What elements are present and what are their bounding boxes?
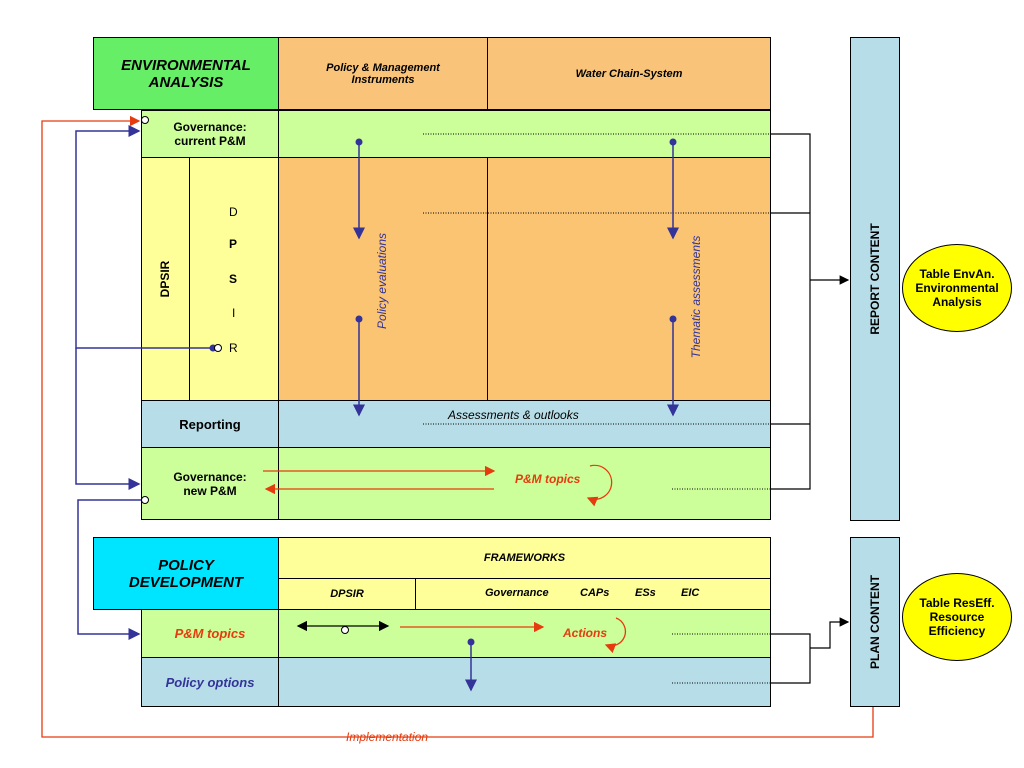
pm-topics-policy-text: P&M topics <box>174 626 246 641</box>
frameworks-dpsir-text: DPSIR <box>330 588 364 600</box>
policy-options-text: Policy options <box>165 674 255 690</box>
governance-current-text: Governance: current P&M <box>173 120 247 148</box>
framework-caps: CAPs <box>580 587 610 599</box>
table-reseff-circle: Table ResEff. Resource Efficiency <box>902 573 1012 661</box>
plan-content-label: PLAN CONTENT <box>868 575 882 669</box>
thematic-assessments-label: Thematic assessments <box>689 235 703 359</box>
table-envan-text: Table EnvAn. Environmental Analysis <box>915 267 999 309</box>
governance-new-label: Governance: new P&M <box>141 447 279 520</box>
dpsir-vertical-label: DPSIR <box>158 260 172 298</box>
table-envan-circle: Table EnvAn. Environmental Analysis <box>902 244 1012 332</box>
letter-p: P <box>229 237 238 251</box>
header-policy-instruments-text: Policy & Management Instruments <box>326 61 440 86</box>
water-chain-area <box>487 157 771 401</box>
env-analysis-title-text: ENVIRONMENTAL ANALYSIS <box>121 56 251 91</box>
policy-development-title-text: POLICY DEVELOPMENT <box>128 556 244 591</box>
frameworks-text: FRAMEWORKS <box>483 552 566 564</box>
reporting-text: Reporting <box>179 416 241 432</box>
reporting-label: Reporting <box>141 400 279 448</box>
policy-development-title: POLICY DEVELOPMENT <box>93 537 279 610</box>
plan-bracket <box>771 617 850 684</box>
frameworks-others: Governance CAPs ESs EIC <box>415 578 771 610</box>
framework-eic: EIC <box>681 587 700 599</box>
governance-current-band <box>278 110 771 158</box>
policy-options-band <box>278 657 771 707</box>
pm-topics-policy-band <box>278 609 771 658</box>
framework-ess: ESs <box>635 587 656 599</box>
implementation-label: Implementation <box>340 730 435 744</box>
frameworks-dpsir: DPSIR <box>278 578 416 610</box>
header-policy-instruments: Policy & Management Instruments <box>278 37 488 110</box>
governance-new-text: Governance: new P&M <box>173 469 247 498</box>
report-content-label: REPORT CONTENT <box>868 223 882 335</box>
pm-topics-policy-label: P&M topics <box>141 609 279 658</box>
letter-s: S <box>229 272 238 286</box>
governance-current-label: Governance: current P&M <box>141 110 279 158</box>
framework-governance: Governance <box>485 587 549 599</box>
letter-d: D <box>229 205 238 219</box>
table-reseff-text: Table ResEff. Resource Efficiency <box>919 596 995 638</box>
env-analysis-title: ENVIRONMENTAL ANALYSIS <box>93 37 279 110</box>
header-water-chain: Water Chain-System <box>487 37 771 110</box>
header-water-chain-text: Water Chain-System <box>575 67 683 80</box>
report-bracket <box>771 133 850 490</box>
pm-topics-env-label: P&M topics <box>515 472 581 486</box>
assessments-outlooks-label: Assessments & outlooks <box>448 408 579 422</box>
frameworks-header: FRAMEWORKS <box>278 537 771 579</box>
policy-evaluations-label: Policy evaluations <box>375 232 389 330</box>
policy-options-label: Policy options <box>141 657 279 707</box>
letter-r: R <box>229 341 238 355</box>
letter-i: I <box>232 306 236 320</box>
actions-label: Actions <box>563 626 608 640</box>
